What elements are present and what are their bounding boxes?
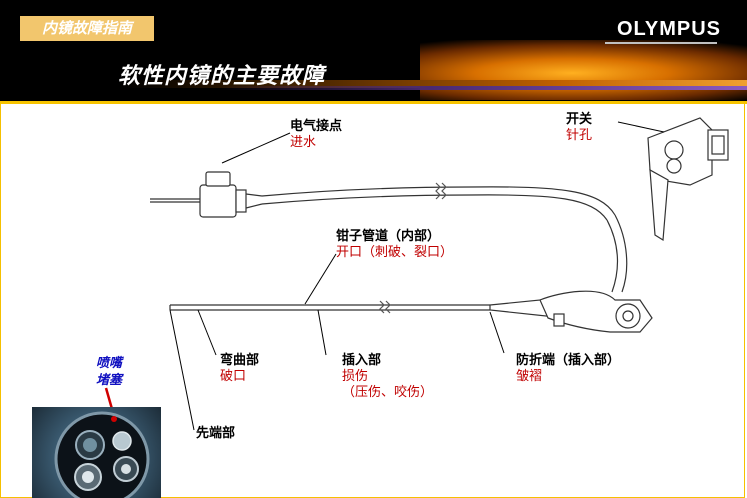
bending-section-name: 弯曲部 [220, 353, 260, 368]
nozzle-line1: 喷嘴 [96, 356, 123, 371]
insertion-section-fault: 损伤 [342, 369, 369, 384]
label-anti-bend: 防折端（插入部） 皱褶 [516, 353, 620, 385]
header-glow-streak-purple [220, 86, 747, 90]
nozzle-line2: 堵塞 [96, 373, 123, 388]
label-electrical-contact: 电气接点 进水 [290, 119, 342, 151]
label-nozzle: 喷嘴 堵塞 [96, 355, 122, 389]
content-top-border [0, 101, 747, 104]
label-insertion-section: 插入部 损伤 （压伤、咬伤） [342, 353, 433, 401]
forceps-channel-name: 钳子管道（内部） [336, 229, 441, 244]
insertion-section-name: 插入部 [342, 353, 382, 368]
brand-underline [605, 42, 717, 44]
electrical-contact-fault: 进水 [290, 135, 317, 150]
leader-electrical-contact [221, 132, 291, 164]
guide-badge: 内镜故障指南 [20, 16, 154, 41]
switch-name: 开关 [566, 112, 593, 127]
leader-anti-bend [489, 311, 505, 354]
electrical-contact-name: 电气接点 [290, 119, 343, 134]
switch-fault: 针孔 [566, 128, 593, 143]
label-bending-section: 弯曲部 破口 [220, 353, 259, 385]
distal-end-photo [32, 407, 161, 498]
label-switch: 开关 针孔 [566, 112, 592, 144]
distal-end-photo-drawing [54, 411, 150, 498]
page-title: 软性内镜的主要故障 [118, 64, 326, 89]
anti-bend-name: 防折端（插入部） [516, 353, 621, 368]
anti-bend-fault: 皱褶 [516, 369, 543, 384]
header-glow [420, 40, 747, 100]
leader-distal-end [169, 309, 195, 431]
label-distal-end: 先端部 [196, 426, 235, 442]
leader-bending-section [197, 309, 217, 356]
label-forceps-channel: 钳子管道（内部） 开口（刺破、裂口） [336, 229, 453, 261]
forceps-channel-fault: 开口（刺破、裂口） [336, 245, 454, 260]
leader-forceps-channel [304, 253, 337, 305]
insertion-section-fault-detail: （压伤、咬伤） [342, 385, 434, 400]
leader-insertion-section [317, 309, 327, 356]
distal-end-name: 先端部 [196, 426, 236, 441]
connector-body [199, 184, 237, 218]
header-glow-streak [120, 80, 747, 88]
brand-logo: OLYMPUS [616, 18, 721, 40]
universal-cord [261, 186, 616, 216]
header-band: 内镜故障指南 OLYMPUS 软性内镜的主要故障 [0, 0, 747, 101]
bending-section-fault: 破口 [220, 369, 247, 384]
leader-switch [617, 121, 665, 133]
